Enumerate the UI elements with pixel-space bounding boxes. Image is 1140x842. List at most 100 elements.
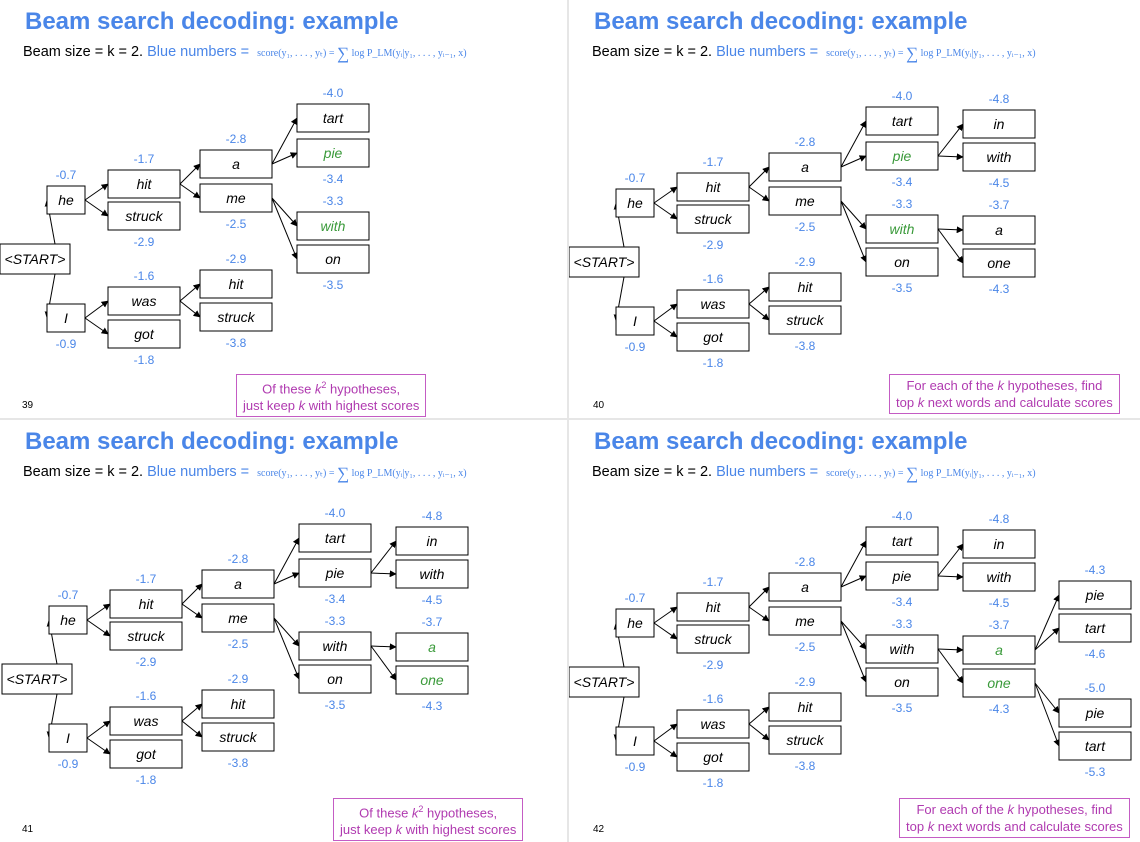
node-box-was bbox=[107, 286, 181, 316]
edge-pie-with2 bbox=[937, 573, 964, 581]
node-box-he bbox=[48, 605, 88, 635]
node-label-he: he bbox=[627, 615, 643, 631]
blue-numbers-label: Blue numbers = bbox=[716, 44, 823, 60]
beam-search-tree: <START>he-0.7I-0.9hit-1.7struck-2.9was-1… bbox=[0, 86, 370, 367]
node-box-I bbox=[615, 726, 655, 756]
node-score-one: -4.3 bbox=[989, 702, 1010, 716]
node-label-struck2: struck bbox=[217, 309, 255, 325]
node-label-tart: tart bbox=[892, 533, 913, 549]
node-label-he: he bbox=[60, 612, 76, 628]
node-label-I: I bbox=[633, 313, 637, 329]
node-box-a2 bbox=[395, 632, 469, 662]
node-score-in: -4.8 bbox=[422, 509, 443, 523]
node-label-hit1: hit bbox=[706, 599, 722, 615]
edge-I-got bbox=[653, 740, 678, 758]
edge-he-struck1 bbox=[86, 619, 111, 637]
node-score-a: -2.8 bbox=[226, 132, 247, 146]
beam-search-tree: <START>he-0.7I-0.9hit-1.7struck-2.9was-1… bbox=[569, 89, 1036, 370]
beam-size-text: Beam size = k = 2. bbox=[592, 464, 717, 480]
beam-size-text: Beam size = k = 2. bbox=[23, 44, 148, 60]
node-label-on: on bbox=[894, 674, 910, 690]
blue-numbers-label: Blue numbers = bbox=[716, 464, 823, 480]
node-score-he: -0.7 bbox=[625, 591, 646, 605]
node-label-with2: with bbox=[987, 149, 1012, 165]
node-score-hit2: -2.9 bbox=[226, 252, 247, 266]
node-score-struck1: -2.9 bbox=[703, 658, 724, 672]
node-label-got: got bbox=[703, 329, 724, 345]
node-box-on bbox=[298, 664, 372, 694]
node-label-with: with bbox=[321, 218, 346, 234]
node-box-tart bbox=[865, 526, 939, 556]
node-score-a: -2.8 bbox=[228, 552, 249, 566]
node-label-a: a bbox=[801, 159, 809, 175]
node-box-with bbox=[865, 634, 939, 664]
node-box-hit2 bbox=[199, 269, 273, 299]
edge-he-hit1 bbox=[84, 183, 109, 201]
node-box-was bbox=[109, 706, 183, 736]
node-label-on: on bbox=[327, 671, 343, 687]
node-score-pie: -3.4 bbox=[325, 592, 346, 606]
node-label-in: in bbox=[994, 116, 1005, 132]
node-label-a2: a bbox=[995, 222, 1003, 238]
edge-me-with bbox=[840, 620, 867, 650]
node-label-me: me bbox=[226, 190, 246, 206]
node-score-was: -1.6 bbox=[136, 689, 157, 703]
edge-I-was bbox=[653, 303, 678, 322]
node-score-tart: -4.0 bbox=[892, 509, 913, 523]
node-box-on bbox=[865, 667, 939, 697]
node-label-got: got bbox=[703, 749, 724, 765]
node-label-pie: pie bbox=[892, 568, 912, 584]
node-box-start bbox=[569, 246, 640, 278]
edge-me-on bbox=[840, 620, 867, 683]
node-score-got: -1.8 bbox=[703, 356, 724, 370]
node-box-hit2 bbox=[768, 692, 842, 722]
node-score-struck1: -2.9 bbox=[134, 235, 155, 249]
node-score-a2: -3.7 bbox=[989, 618, 1010, 632]
edge-with-a2 bbox=[937, 226, 964, 234]
node-label-was: was bbox=[701, 296, 726, 312]
page-number: 42 bbox=[593, 824, 605, 835]
node-score-tart2: -4.6 bbox=[1085, 647, 1106, 661]
node-score-hit2: -2.9 bbox=[795, 675, 816, 689]
node-label-hit2: hit bbox=[231, 696, 247, 712]
node-label-hit1: hit bbox=[137, 176, 153, 192]
node-label-tart: tart bbox=[323, 110, 344, 126]
node-score-with: -3.3 bbox=[892, 617, 913, 631]
edge-pie-in bbox=[937, 543, 964, 577]
node-score-pie: -3.4 bbox=[892, 595, 913, 609]
node-label-he: he bbox=[627, 195, 643, 211]
node-label-struck1: struck bbox=[125, 208, 163, 224]
node-label-I: I bbox=[633, 733, 637, 749]
node-score-hit1: -1.7 bbox=[136, 572, 157, 586]
node-score-on: -3.5 bbox=[323, 278, 344, 292]
node-box-with2 bbox=[962, 562, 1036, 592]
node-label-pie: pie bbox=[325, 565, 345, 581]
node-box-pie bbox=[865, 141, 939, 171]
node-box-got bbox=[109, 739, 183, 769]
edge-was-struck2 bbox=[748, 303, 770, 321]
node-score-struck2: -3.8 bbox=[795, 339, 816, 353]
node-box-hit2 bbox=[768, 272, 842, 302]
node-box-pie bbox=[298, 558, 372, 588]
edge-he-hit1 bbox=[653, 606, 678, 624]
node-box-struck1 bbox=[676, 624, 750, 654]
edge-I-was bbox=[86, 720, 111, 739]
horizontal-divider bbox=[0, 418, 1140, 420]
edge-hit1-a bbox=[748, 166, 770, 188]
node-score-pie: -3.4 bbox=[892, 175, 913, 189]
node-label-a2: a bbox=[995, 642, 1003, 658]
beam-size-text: Beam size = k = 2. bbox=[23, 464, 148, 480]
node-score-me: -2.5 bbox=[226, 217, 247, 231]
node-label-a: a bbox=[232, 156, 240, 172]
blue-numbers-label: Blue numbers = bbox=[147, 464, 254, 480]
edge-hit1-a bbox=[181, 583, 203, 605]
node-box-start bbox=[1, 663, 73, 695]
node-score-with2: -4.5 bbox=[422, 593, 443, 607]
node-box-tart2 bbox=[1058, 613, 1132, 643]
node-score-I: -0.9 bbox=[625, 340, 646, 354]
node-box-I bbox=[615, 306, 655, 336]
node-label-a2: a bbox=[428, 639, 436, 655]
node-score-I: -0.9 bbox=[56, 337, 77, 351]
node-label-tart: tart bbox=[325, 530, 346, 546]
